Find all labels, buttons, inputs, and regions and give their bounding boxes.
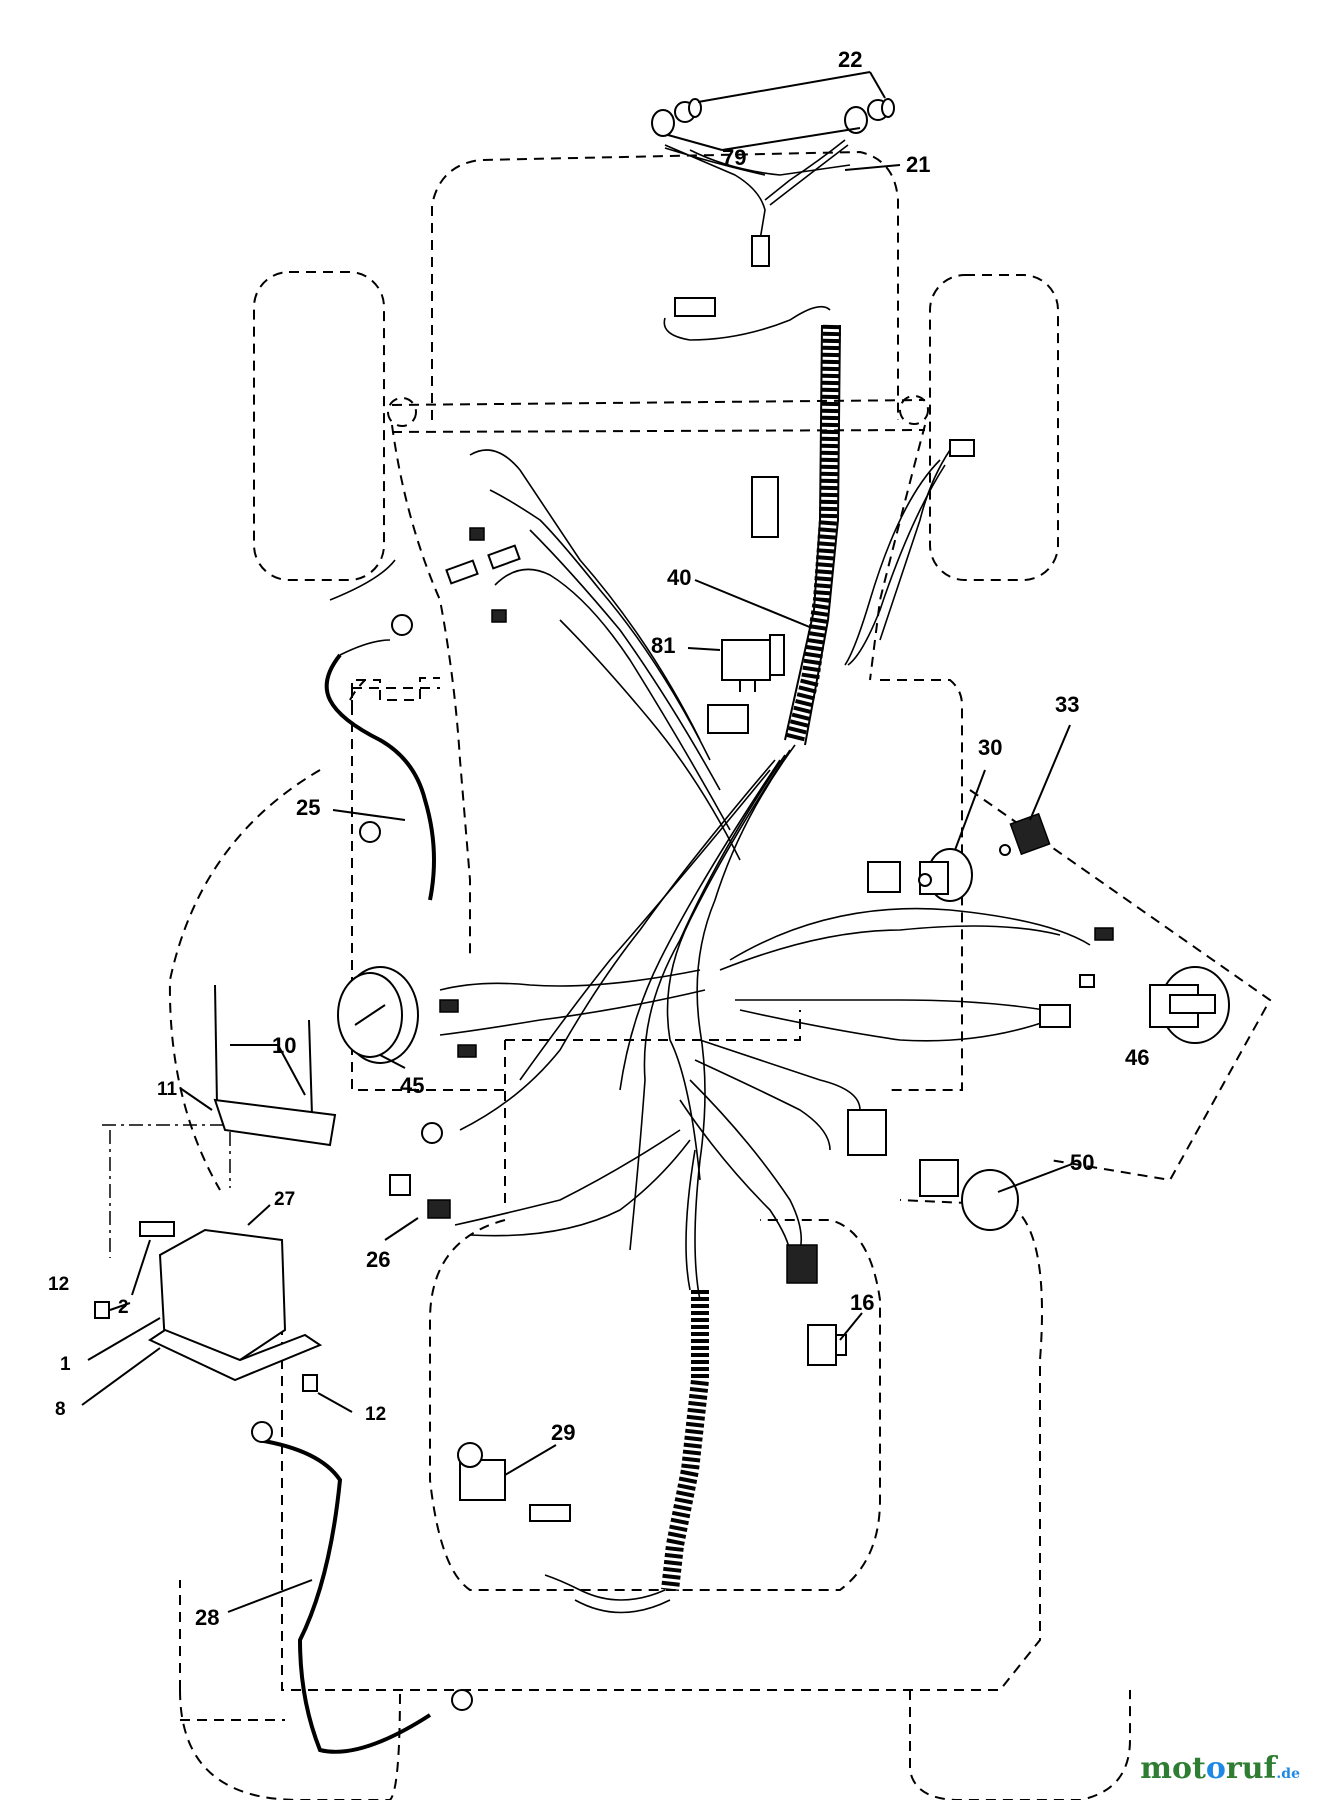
callout-29: 29 [551,1420,575,1445]
nut-12-left [94,1301,110,1319]
harness-connector-top [674,297,716,317]
headlight-harness [651,98,895,267]
terminal-right-2 [1079,974,1095,988]
cable-28 [257,1438,432,1754]
connector-8pin [847,1109,887,1156]
headlight-bulb-right [844,98,895,134]
callout-21: 21 [906,152,930,177]
callout-27: 27 [274,1189,295,1210]
main-harness [257,297,1091,1754]
ring-terminals [251,614,473,1711]
callout-33: 33 [1055,692,1079,717]
callout-10: 10 [272,1033,296,1058]
watermark-text-2: o [1205,1751,1226,1786]
battery-assembly [94,984,337,1392]
battery-tray-8 [147,1328,323,1382]
callout-11: 11 [157,1079,178,1100]
connector-right-front [949,439,975,457]
terminal-45-b [457,1044,477,1058]
callout-16: 16 [850,1290,874,1315]
seat-switch-29 [457,1442,571,1522]
callout-8: 8 [55,1399,66,1420]
watermark-logo: motoruf.de [1140,1751,1300,1786]
ammeter-45 [337,966,419,1064]
terminal-45-a [439,999,459,1013]
callout-40: 40 [667,565,691,590]
watermark-text-3: ruf [1225,1751,1277,1786]
callout-12-left: 12 [48,1274,69,1295]
key-33 [999,812,1051,856]
callout-2: 2 [118,1297,129,1318]
callout-79: 79 [722,145,746,170]
leader-lines [81,71,1073,1613]
watermark-text-1: mot [1140,1751,1206,1786]
callout-1: 1 [60,1354,71,1375]
connector-harness-mid [751,476,779,538]
callout-45: 45 [400,1073,424,1098]
callout-81: 81 [651,633,675,658]
connector-right-1 [867,861,901,893]
cable-25 [324,653,436,901]
relay-81 [721,634,785,692]
bolt-2 [139,1221,175,1237]
callout-46: 46 [1125,1045,1149,1070]
hour-meter-46 [1149,966,1230,1044]
connector-81-lower [707,704,749,734]
pto-switch-50 [919,1159,1019,1231]
headlight-bulb-left [651,98,702,137]
callout-28: 28 [195,1605,219,1630]
fuse-holder-top [445,527,521,623]
callout-22: 22 [838,47,862,72]
nut-12-right [302,1374,318,1392]
connector-2pin [786,1244,818,1284]
ignition-switch-30 [918,848,973,902]
watermark-tld: .de [1276,1766,1300,1782]
callout-labels: 22 79 21 40 81 33 30 25 10 11 45 46 27 2… [48,47,1149,1630]
switch-16 [807,1324,847,1366]
callout-12-right: 12 [365,1404,386,1425]
callout-50: 50 [1070,1150,1094,1175]
terminal-right-1 [1094,927,1114,941]
callout-26: 26 [366,1247,390,1272]
components [251,439,1230,1711]
headlight-connector [751,235,770,267]
fuse-26 [389,1174,451,1219]
connector-right-3 [1039,1004,1071,1028]
callout-25: 25 [296,795,320,820]
callout-30: 30 [978,735,1002,760]
